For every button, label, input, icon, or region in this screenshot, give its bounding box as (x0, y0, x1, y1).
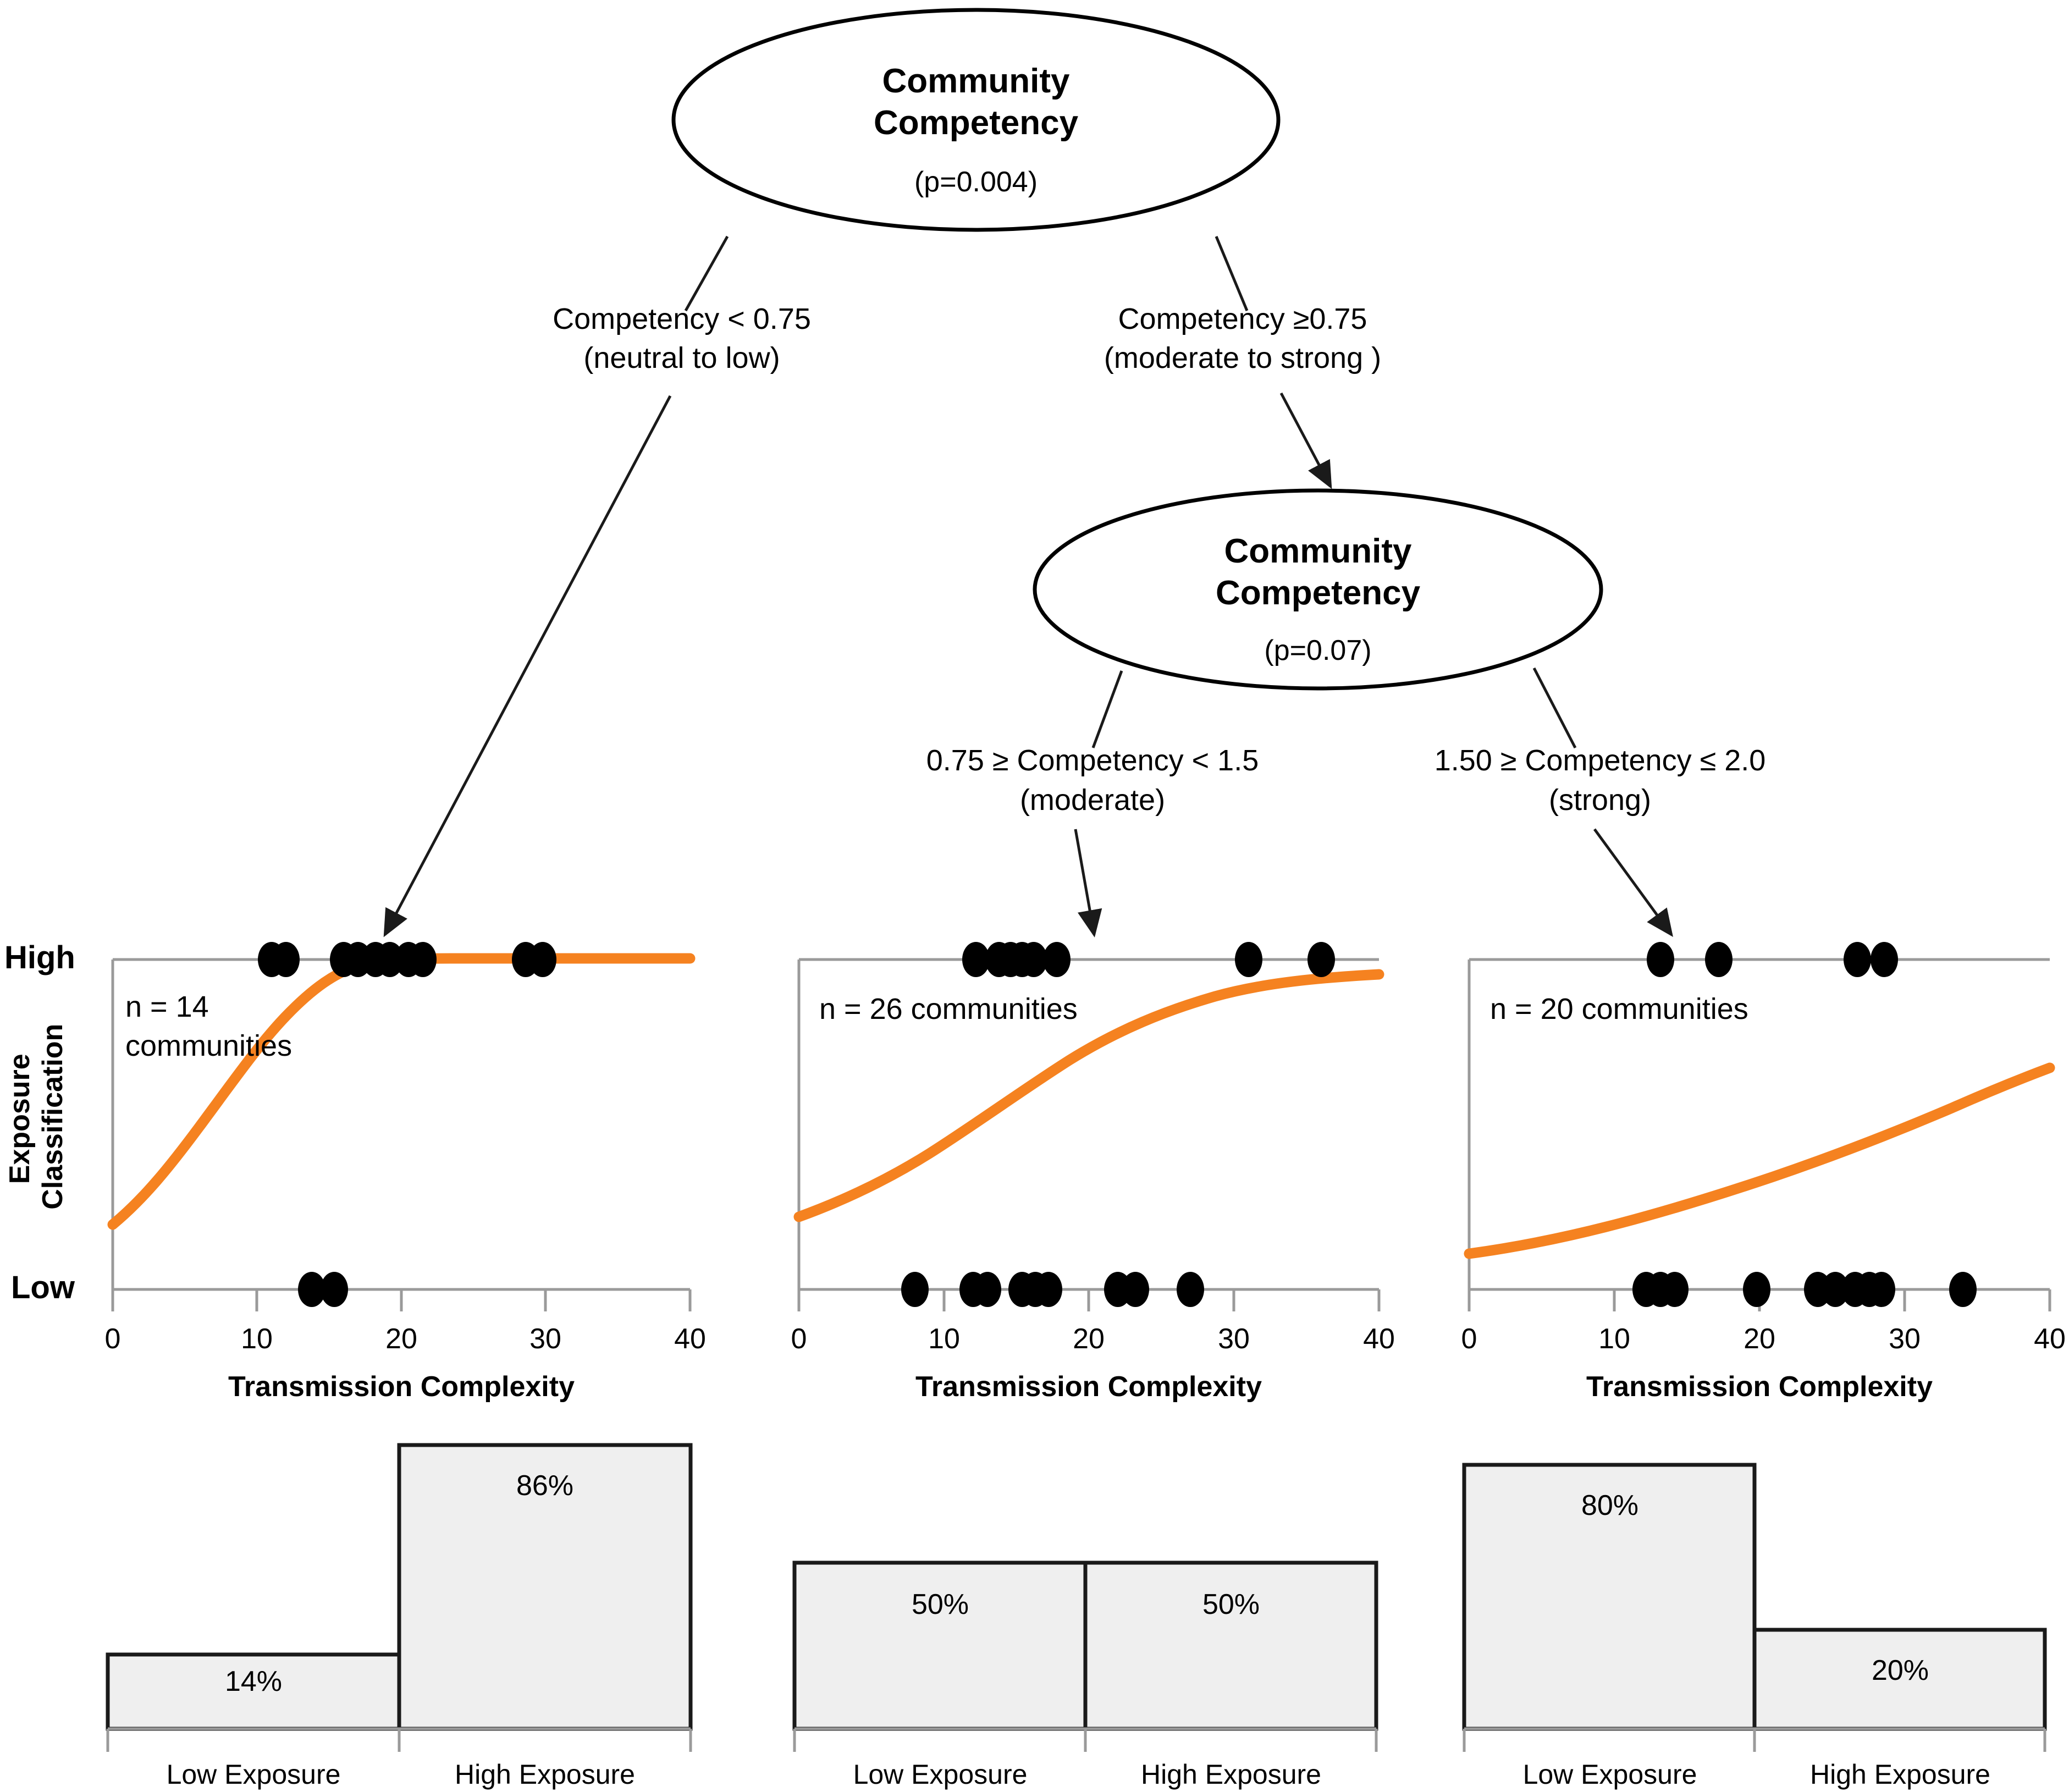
panel2-xtick-0: 0 (791, 1323, 807, 1355)
panel3-xtick-40: 40 (2034, 1323, 2066, 1355)
edge-child-to-panel3 (1593, 828, 1673, 938)
bar1-low-category: Low Exposure (166, 1759, 341, 1790)
child-node-ellipse[interactable] (1033, 488, 1603, 691)
branch-descriptor-strong: (strong) (1548, 784, 1652, 817)
panel3-x-axis-title: Transmission Complexity (1586, 1371, 1933, 1403)
bar3-low-category: Low Exposure (1522, 1759, 1697, 1790)
bar1-high-pct: 86% (516, 1470, 574, 1502)
root-node-pvalue: (p=0.004) (914, 166, 1038, 198)
panel2-xtick-40: 40 (1363, 1323, 1395, 1355)
branch-label-strong: 1.50 ≥ Competency ≤ 2.0 (1434, 744, 1766, 777)
panel3-xtick-0: 0 (1461, 1323, 1477, 1355)
bar1-high-category: High Exposure (455, 1759, 635, 1790)
edge-child-left-stub (1091, 670, 1123, 748)
scatter-panel-strong (1464, 942, 2055, 1311)
branch-descriptor-moderate: (moderate) (1019, 784, 1166, 817)
edge-root-right-stub (1215, 236, 1249, 311)
panel2-high-dots (962, 942, 1335, 977)
bar2-low-pct: 50% (911, 1589, 969, 1620)
bar3-high-pct: 20% (1871, 1655, 1929, 1686)
panel2-xtick-10: 10 (928, 1323, 960, 1355)
bar-chart-strong (1462, 1463, 2047, 1752)
panel1-xtick-0: 0 (104, 1323, 121, 1355)
panel1-xtick-20: 20 (385, 1323, 417, 1355)
bar2-high-pct: 50% (1202, 1589, 1260, 1620)
branch-label-neutral-to-low: Competency < 0.75(neutral to low) (553, 302, 811, 375)
panel3-xtick-10: 10 (1598, 1323, 1630, 1355)
edge-child-right-stub (1532, 667, 1577, 749)
panel1-xtick-10: 10 (241, 1323, 273, 1355)
bar1-low-pct: 14% (224, 1666, 283, 1697)
child-node-pvalue: (p=0.07) (1264, 635, 1372, 666)
panel1-y-low-label: Low (11, 1270, 75, 1305)
panel1-xtick-40: 40 (674, 1323, 706, 1355)
panel3-n-label: n = 20 communities (1490, 993, 1748, 1025)
panel3-xtick-30: 30 (1889, 1323, 1921, 1355)
branch-label-moderate: 0.75 ≥ Competency < 1.5(strong) (926, 744, 1259, 777)
edge-root-left-stub (684, 235, 729, 312)
scatter-panel-neutral-to-low (107, 942, 696, 1311)
panel1-xtick-30: 30 (529, 1323, 561, 1355)
bar2-low-category: Low Exposure (853, 1759, 1028, 1790)
branch-label-moderate-to-strong: Competency ≥0.75(moderate to strong ) (1104, 302, 1382, 375)
edge-root-to-child (1279, 392, 1332, 489)
bar3-high-category: High Exposure (1810, 1759, 1990, 1790)
panel2-xtick-20: 20 (1073, 1323, 1105, 1355)
root-node-ellipse[interactable] (671, 8, 1281, 232)
panel1-high-dots (258, 942, 556, 977)
bar-low-exposure[interactable] (1462, 1463, 1757, 1731)
panel1-x-axis-title: Transmission Complexity (228, 1371, 575, 1403)
panel3-high-dots (1647, 942, 1898, 977)
bar2-high-category: High Exposure (1141, 1759, 1321, 1790)
panel2-fit-curve (793, 969, 1384, 1222)
scatter-panel-moderate (793, 942, 1384, 1311)
bar-chart-moderate (792, 1561, 1378, 1752)
panel1-y-high-label: High (4, 940, 75, 975)
panel2-x-axis-title: Transmission Complexity (915, 1371, 1262, 1403)
edge-child-to-panel2 (1074, 829, 1102, 938)
panel2-n-label: n = 26 communities (819, 993, 1078, 1025)
panel1-low-dots (298, 1272, 348, 1307)
panel3-fit-curve (1464, 1062, 2055, 1259)
panel3-xtick-20: 20 (1744, 1323, 1775, 1355)
panel2-low-dots (901, 1272, 1204, 1307)
panel3-low-dots (1632, 1272, 1977, 1307)
edge-root-to-panel1 (383, 395, 672, 938)
panel2-xtick-30: 30 (1218, 1323, 1250, 1355)
bar-chart-neutral-to-low (106, 1443, 693, 1752)
bar3-low-pct: 80% (1581, 1490, 1639, 1521)
bar-high-exposure[interactable] (1083, 1561, 1378, 1731)
